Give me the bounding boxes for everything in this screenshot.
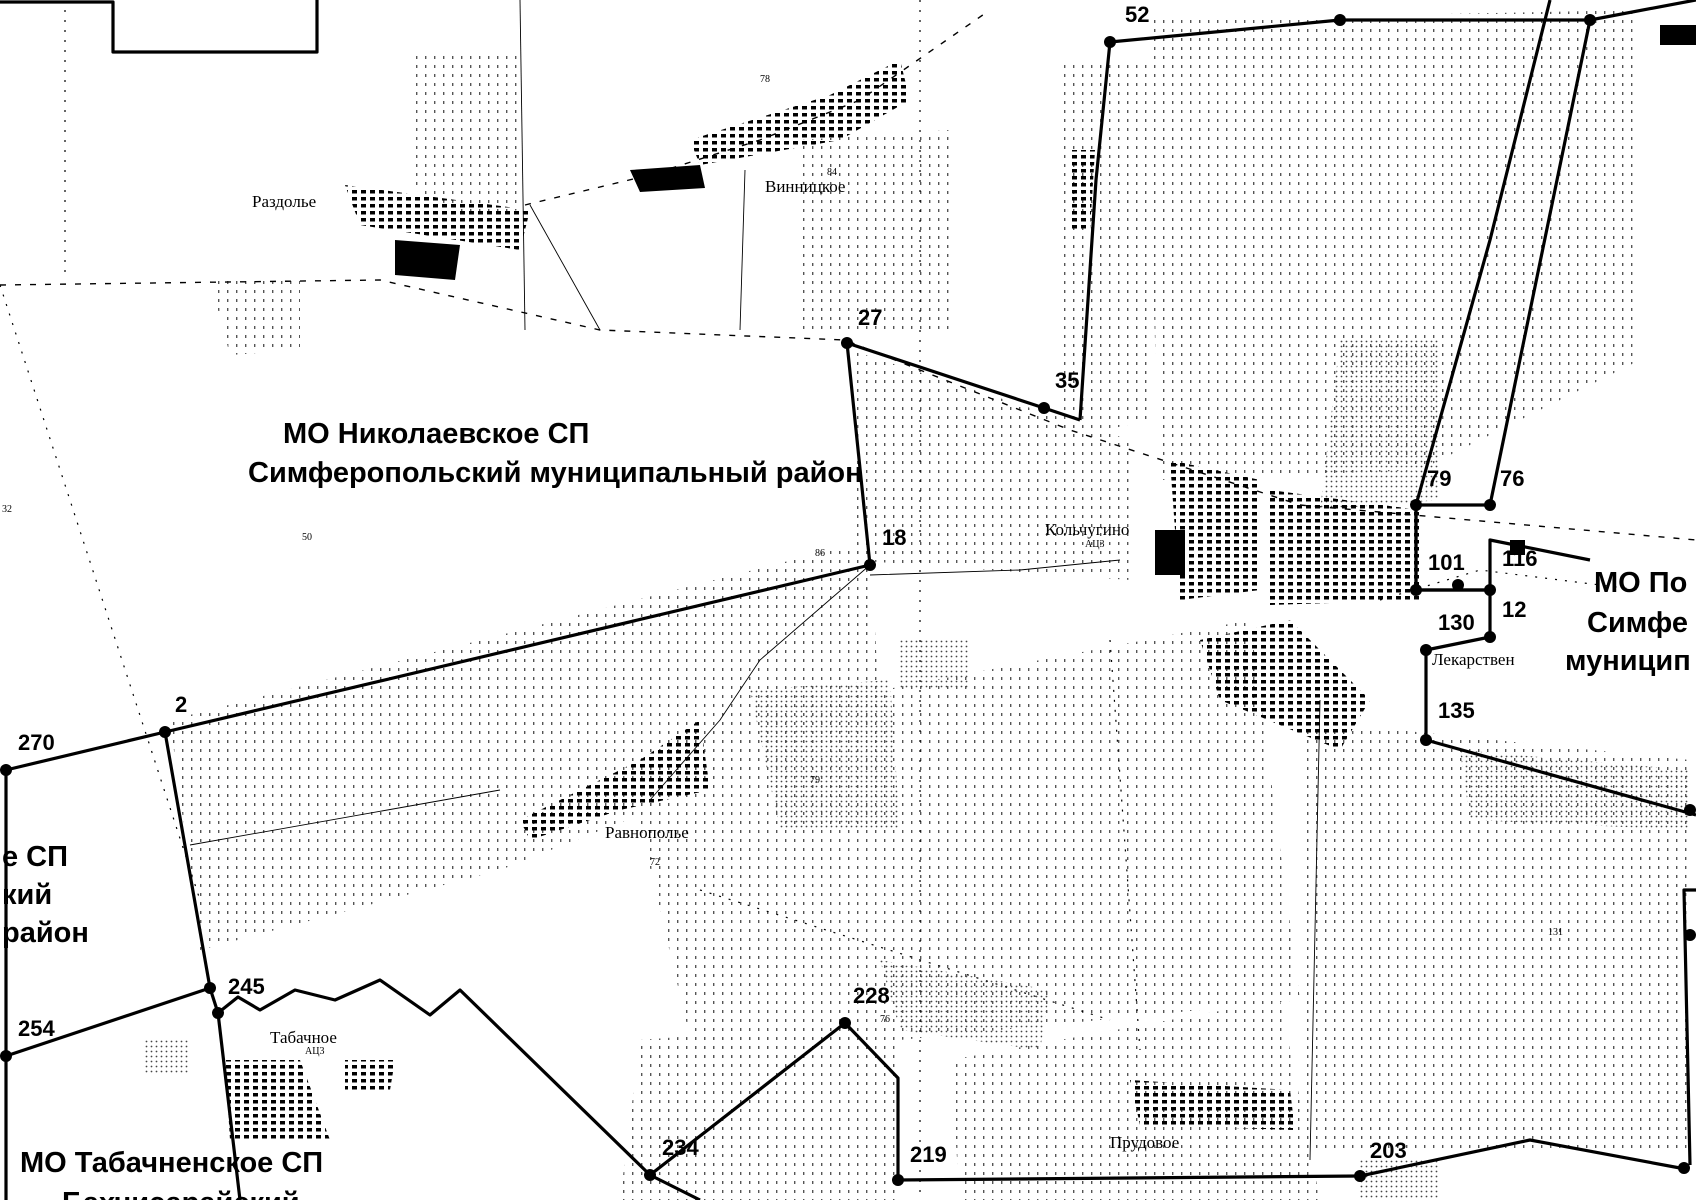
point-label: 234 [662,1135,699,1160]
region-tabachnenskoe-title: МО Табачненское СП [20,1147,323,1179]
point-label: 79 [1427,466,1451,491]
region-east-line1: МО По [1594,567,1687,599]
region-east-line2: Симфе [1587,607,1688,639]
region-labels: МО Николаевское СП Симферопольский муниц… [2,418,1691,1200]
settlement-prudovoe: Прудовое [1110,1133,1179,1152]
settlement-lekarstvennoe: Лекарствен [1432,650,1515,669]
elevation-label: АЦ3 [305,1046,324,1057]
point-label: 135 [1438,698,1475,723]
region-west-line1: е СП [2,841,68,873]
settlement-ravnopolye: Равнополье [605,823,689,842]
point-label: 101 [1428,550,1465,575]
region-nikolaevskoe-subtitle: Симферопольский муниципальный район [248,457,863,489]
point-label: 219 [910,1142,947,1167]
settlement-vinnitskoe: Винницкое [765,177,845,196]
point-labels: 52 27 35 18 79 76 101 116 12 130 135 2 2… [18,2,1538,1167]
region-tabachnenskoe-subtitle: Бахчисарайский [62,1187,300,1200]
region-nikolaevskoe-title: МО Николаевское СП [283,418,589,450]
settlement-razdolye: Раздолье [252,192,316,211]
point-label: 52 [1125,2,1149,27]
elevation-label: 32 [2,504,12,515]
point-label: 35 [1055,368,1079,393]
boundary-nodes [0,14,1696,1186]
elevation-label: 50 [302,532,312,543]
elevation-label: АЦ3 [1085,539,1104,550]
point-label: 254 [18,1016,55,1041]
settlement-tabachnoe: Табачное [270,1028,337,1047]
point-label: 228 [853,983,890,1008]
settlement-kolchugino: Кольчугино [1045,520,1129,539]
point-label: 76 [1500,466,1524,491]
point-label: 27 [858,305,882,330]
region-west-line2: кий [2,879,52,911]
region-west-line3: район [2,917,89,949]
elevation-label: 131 [1548,927,1563,938]
point-label: 116 [1502,546,1538,571]
elevation-marks: 78 84 32 50 86 72 76 131 79 АЦ3 АЦ3 [2,74,1563,1057]
elevation-label: 84 [827,167,837,178]
point-label: 270 [18,730,55,755]
point-label: 2 [175,692,187,717]
point-label: 245 [228,974,265,999]
elevation-label: 72 [650,857,660,868]
elevation-label: 79 [810,775,820,786]
built-up-areas [225,25,1696,1140]
point-label: 18 [882,525,906,550]
point-label: 130 [1438,610,1475,635]
elevation-label: 86 [815,548,825,559]
region-east-line3: муницип [1565,645,1691,677]
settlement-labels: Раздолье Винницкое Кольчугино Равнополье… [252,177,1515,1152]
elevation-label: 78 [760,74,770,85]
point-label: 12 [1502,597,1526,622]
point-label: 203 [1370,1138,1407,1163]
elevation-label: 76 [880,1014,890,1025]
